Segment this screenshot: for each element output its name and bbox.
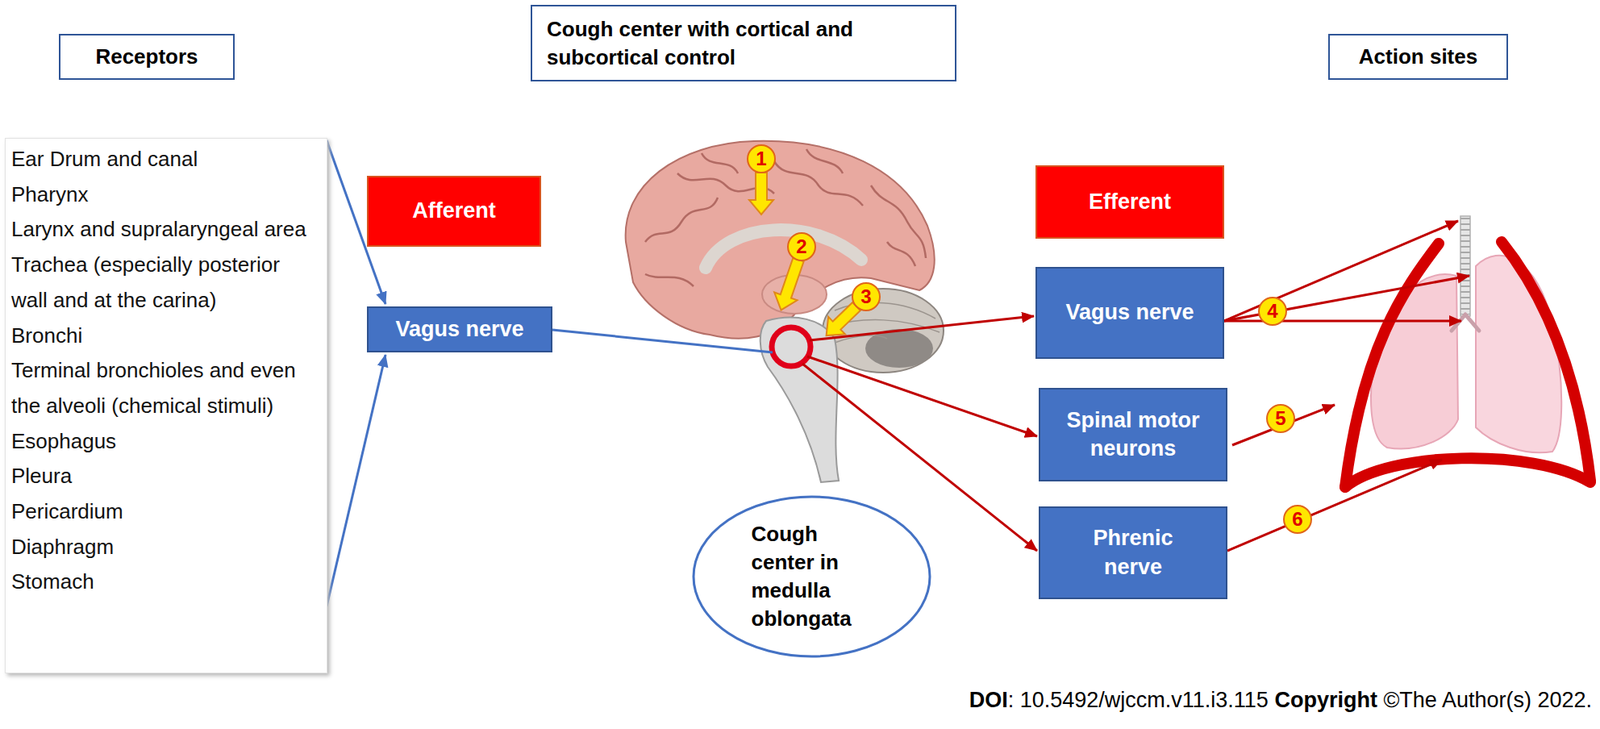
receptor-list: Ear Drum and canalPharynxLarynx and supr… [4,137,328,674]
nerve-box: Phrenic nerve [1038,506,1228,600]
list-item: Pharynx [11,177,321,213]
list-item: Pleura [11,458,321,495]
corpus-callosum [705,229,862,268]
nerve-box: Vagus nerve [1035,266,1225,359]
lung [1475,255,1562,454]
direction-box: Efferent [1035,165,1225,239]
list-item: Bronchi [11,318,321,355]
action-arrow [1232,404,1335,446]
callout-number: 4 [1258,296,1288,326]
afferent-arrow [326,354,386,607]
callout-number: 2 [787,232,817,262]
list-item: Trachea (especially posterior wall and a… [11,247,321,318]
action-arrow [1224,320,1462,323]
citation-text: Copyright [1274,687,1378,713]
cough-center-ring [771,327,811,367]
action-arrow [1227,459,1442,551]
box-label: Spinal motor neurons [1048,406,1218,463]
ellipse-shape [693,496,930,657]
box-label: Efferent [1088,187,1171,217]
nerve-box: Spinal motor neurons [1038,387,1228,482]
box-label: Receptors [95,43,198,71]
box-label: Action sites [1358,43,1478,71]
afferent-line [552,329,773,353]
list-item: Terminal bronchioles and even the alveol… [11,353,321,424]
chest-wall [1345,243,1439,488]
box-label: Vagus nerve [1065,298,1194,327]
brainstem [760,317,839,483]
yellow-arrow [749,172,774,215]
callout-number: 1 [746,144,776,174]
list-item: Ear Drum and canal [11,141,321,178]
gyrus [774,161,863,206]
bronchi [1451,314,1480,331]
diaphragm [1345,458,1591,488]
gyrus [870,185,926,259]
section-header: Receptors [58,33,235,80]
box-label: Cough center with cortical and subcortic… [546,15,941,71]
list-item: Larynx and supralaryngeal area [11,212,321,248]
chest-wall [1501,241,1591,481]
gyrus [645,197,718,242]
callout-number: 3 [851,282,881,312]
list-item: Esophagus [11,424,321,460]
section-header: Action sites [1328,33,1509,80]
section-header: Cough center with cortical and subcortic… [530,4,957,82]
trachea [1460,216,1471,317]
box-label: Cough center in medulla oblongata [751,520,873,633]
efferent-line [809,316,1034,341]
gyrus [701,153,738,174]
nerve-box: Vagus nerve [366,306,553,353]
list-item: Diaphragm [11,529,321,566]
callout-number: 6 [1283,504,1313,534]
ellipse-outline [691,495,932,659]
trachea-rings [1460,217,1471,315]
list-item: Pericardium [11,494,321,530]
citation-text: ©The Author(s) 2022. [1383,687,1592,713]
callout-number: 5 [1266,404,1296,434]
center-ellipse: Cough center in medulla oblongata [691,495,932,659]
yellow-arrow [769,255,810,314]
box-label: Vagus nerve [395,315,524,344]
citation-text: : 10.5492/wjccm.v11.i3.115 [1008,687,1269,713]
cerebellum-shade [865,329,934,368]
box-label: Phrenic nerve [1072,524,1194,581]
list-item: Stomach [11,564,321,600]
citation-line: DOI: 10.5492/wjccm.v11.i3.115Copyright©T… [969,687,1592,713]
citation-text: DOI [969,687,1009,713]
gyri [645,149,926,287]
direction-box: Afferent [366,175,542,247]
gyrus [645,274,694,287]
box-label: Afferent [412,196,496,225]
gyrus [806,149,843,174]
lung [1370,274,1459,449]
gyrus [887,241,916,267]
